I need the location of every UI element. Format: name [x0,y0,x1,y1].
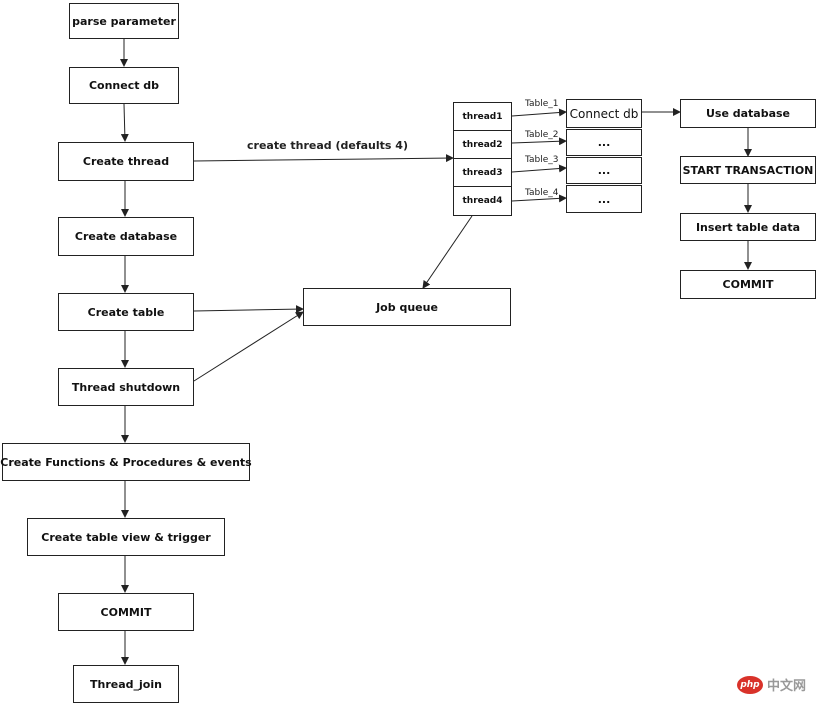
insert-table-data-box: Insert table data [680,213,816,241]
table-label-4: Table_4 [525,188,559,198]
thread-join-box: Thread_join [73,665,179,703]
create-table-box: Create table [58,293,194,331]
txn-commit-box: COMMIT [680,270,816,299]
start-transaction-box: START TRANSACTION [680,156,816,184]
arrow-threads-to-queue [422,215,473,289]
parse-parameter-box: parse parameter [69,3,179,39]
connect-db-box: Connect db [69,67,179,104]
arrow-create-thread-edge [193,154,454,163]
table-label-1: Table_1 [525,99,559,109]
arrow-shutdown-to-queue [193,311,304,382]
watermark: php 中文网 [736,675,806,694]
create-database-box: Create database [58,217,194,256]
arrow-thread1-to-worker [511,108,567,117]
create-view-trigger-box: Create table view & trigger [27,518,225,556]
create-thread-edge-label: create thread (defaults 4) [247,139,408,152]
thread-box-4: thread4 [453,186,512,216]
table-label-3: Table_3 [525,155,559,165]
arrow-table-to-queue [193,305,304,314]
worker-ellipsis-box-3: ... [566,157,642,184]
thread-box-2: thread2 [453,130,512,159]
thread-box-1: thread1 [453,102,512,131]
job-queue-box: Job queue [303,288,511,326]
create-functions-box: Create Functions & Procedures & events [0,443,252,481]
arrow-connect-to-thread [120,103,129,142]
php-logo-icon: php [736,675,763,694]
thread-box-3: thread3 [453,158,512,187]
arrow-thread2-to-worker [511,137,567,146]
table-label-2: Table_2 [525,130,559,140]
thread-shutdown-box: Thread shutdown [58,368,194,406]
create-thread-box: Create thread [58,142,194,181]
use-database-box: Use database [680,99,816,128]
arrow-thread3-to-worker [511,164,567,173]
worker-connect-db-box: Connect db [566,99,642,128]
commit-box: COMMIT [58,593,194,631]
worker-ellipsis-box-4: ... [566,185,642,213]
watermark-text: 中文网 [766,679,806,694]
worker-ellipsis-box-2: ... [566,129,642,156]
arrow-thread4-to-worker [511,194,567,203]
